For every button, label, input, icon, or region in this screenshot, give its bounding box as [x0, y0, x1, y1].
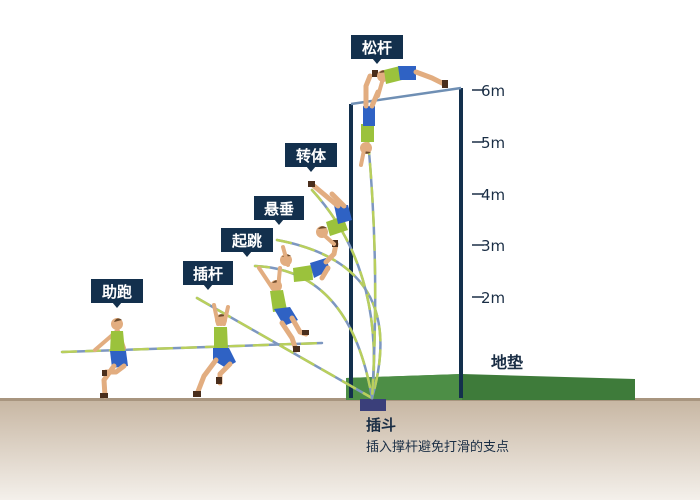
athlete-release-arch — [376, 66, 448, 98]
athlete-swing — [280, 240, 339, 282]
label-plant-text: 插杆 — [193, 265, 223, 283]
height-scale: 6m 5m 4m 3m 2m — [472, 82, 505, 307]
athlete-plant — [193, 303, 236, 397]
box-description: 插入撑杆避免打滑的支点 — [366, 439, 509, 455]
label-swing: 悬垂 — [254, 196, 304, 225]
label-swing-text: 悬垂 — [264, 200, 294, 218]
athlete-takeoff — [257, 266, 309, 353]
crossbar — [350, 86, 462, 106]
athlete-run — [93, 318, 128, 399]
label-run: 助跑 — [91, 279, 143, 308]
label-plant: 插杆 — [183, 261, 233, 290]
label-release: 松杆 — [351, 35, 403, 64]
scale-label-5m: 5m — [481, 134, 505, 152]
label-takeoff: 起跳 — [221, 228, 273, 257]
scale-label-2m: 2m — [481, 289, 505, 307]
scale-label-4m: 4m — [481, 186, 505, 204]
athlete-turn — [308, 181, 352, 246]
box-title: 插斗 — [366, 416, 396, 434]
athlete-release-vertical — [359, 70, 381, 167]
scale-label-3m: 3m — [481, 237, 505, 255]
label-takeoff-text: 起跳 — [231, 232, 262, 250]
mat-label: 地垫 — [491, 353, 523, 372]
label-run-text: 助跑 — [102, 283, 132, 301]
label-turn: 转体 — [285, 143, 337, 172]
label-release-text: 松杆 — [362, 39, 392, 57]
ground — [0, 399, 700, 500]
scale-label-6m: 6m — [481, 82, 505, 100]
landing-mat — [346, 374, 635, 400]
planting-box — [360, 399, 386, 411]
label-turn-text: 转体 — [296, 147, 327, 165]
